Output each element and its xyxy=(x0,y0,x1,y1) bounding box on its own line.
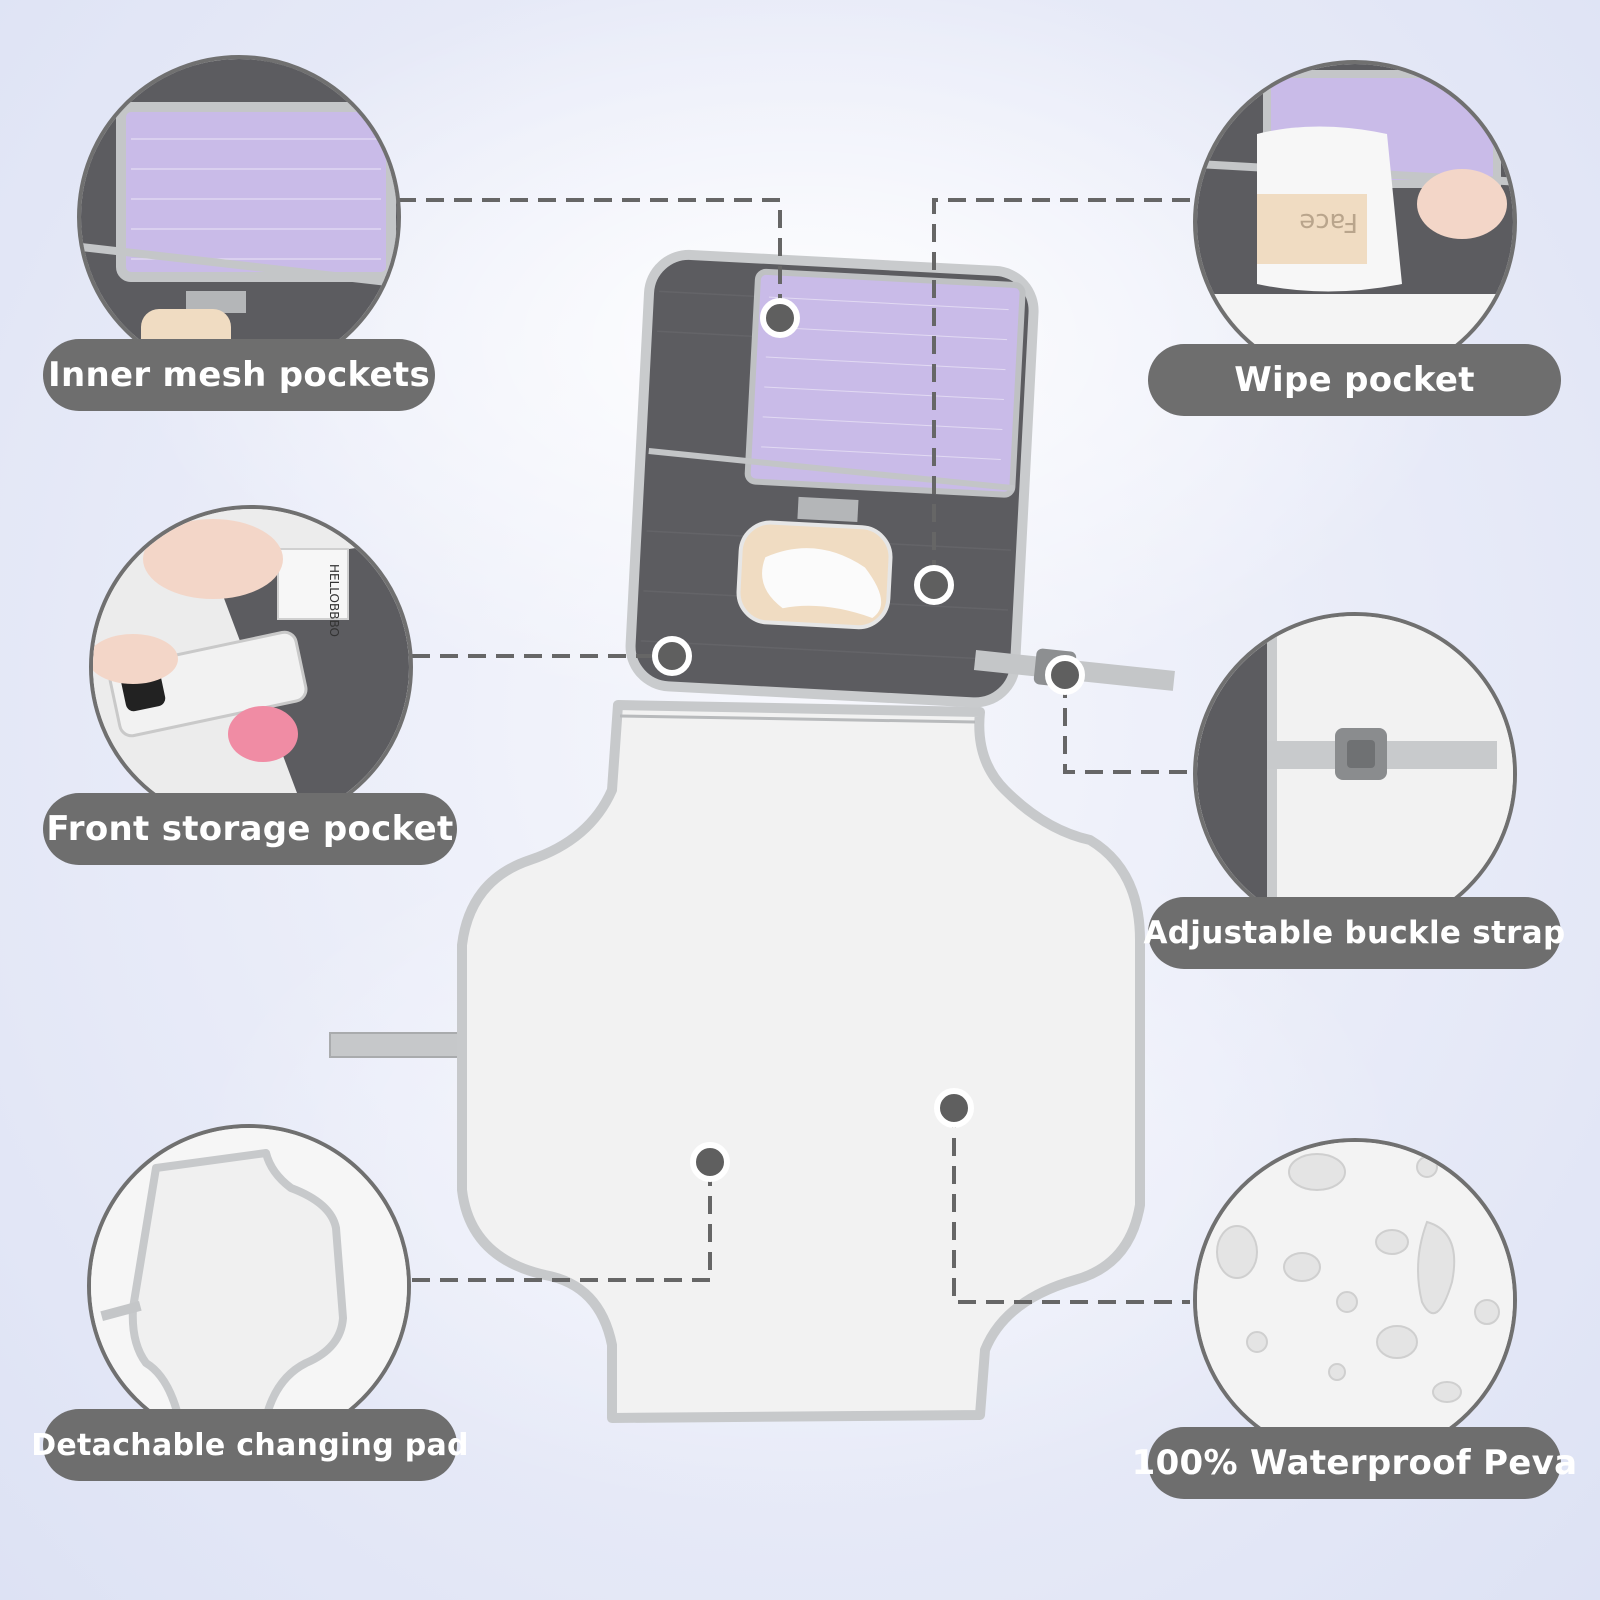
tag-brand-text: HELLOBBBO xyxy=(327,564,341,637)
changing-pad-closeup-image xyxy=(91,1128,407,1444)
inner-mesh-closeup-image xyxy=(81,59,397,375)
inner-mesh-pockets-label: Inner mesh pockets xyxy=(43,339,435,411)
wipe-pocket-closeup-image: Face xyxy=(1197,64,1513,380)
detachable-changing-pad-label: Detachable changing pad xyxy=(31,1409,469,1481)
adjustable-buckle-strap-label: Adjustable buckle strap xyxy=(1144,897,1565,969)
waterproof-closeup-image xyxy=(1197,1142,1513,1458)
wipe-pocket-label: Wipe pocket xyxy=(1148,344,1561,416)
pad-side-tab xyxy=(329,1032,461,1058)
wipe-tissue xyxy=(762,548,882,618)
inner-mesh-closeup xyxy=(77,55,401,379)
buckle-strap-closeup-image xyxy=(1197,616,1513,932)
buckle-strap-closeup xyxy=(1193,612,1517,936)
changing-pad-closeup xyxy=(87,1124,411,1448)
mesh-pocket xyxy=(744,268,1026,498)
buckle-clip xyxy=(1033,648,1077,688)
wipe-pocket-closeup: Face xyxy=(1193,60,1517,384)
front-storage-closeup-image: HELLOBBBO xyxy=(93,509,409,825)
waterproof-closeup xyxy=(1193,1138,1517,1462)
pad-surface xyxy=(457,700,1145,1423)
pad-zipper xyxy=(619,714,976,724)
loop-tab xyxy=(797,496,859,523)
wipe-brand-text: Face xyxy=(1299,207,1358,237)
front-storage-closeup: HELLOBBBO xyxy=(89,505,413,829)
front-storage-pocket-label: Front storage pocket xyxy=(43,793,457,865)
waterproof-peva-label: 100% Waterproof Peva xyxy=(1132,1427,1577,1499)
